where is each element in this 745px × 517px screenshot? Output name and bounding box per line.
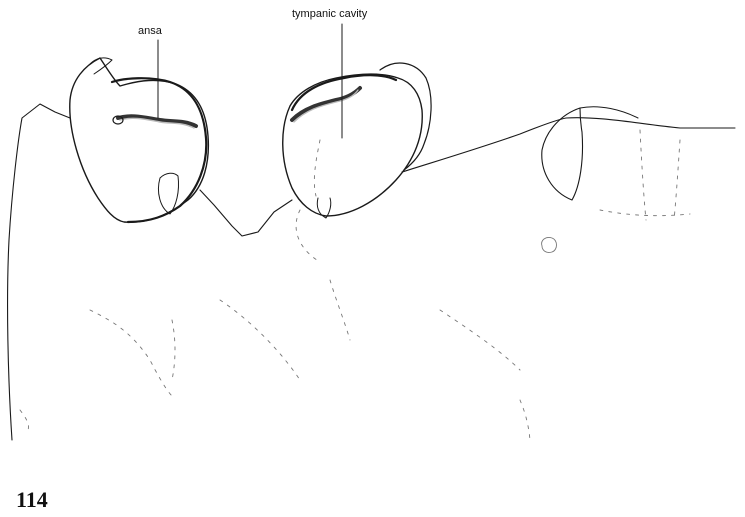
dorsal-contour <box>200 190 292 236</box>
rear-knob <box>542 108 583 200</box>
right-tympanal-rim <box>292 75 396 110</box>
left-tympanal-rim <box>112 78 206 222</box>
figure-number: 114 <box>16 487 48 513</box>
right-tympanal-right-lobe <box>380 63 431 170</box>
body-outline <box>8 104 70 440</box>
rear-knob-top <box>580 107 638 118</box>
ansa-label: ansa <box>138 25 162 37</box>
tympanic-cavity-label: tympanic cavity <box>292 8 367 20</box>
internal-dashed-structures <box>20 130 690 440</box>
spiracle-mark <box>542 237 557 252</box>
dorsal-contour-right <box>402 118 735 172</box>
